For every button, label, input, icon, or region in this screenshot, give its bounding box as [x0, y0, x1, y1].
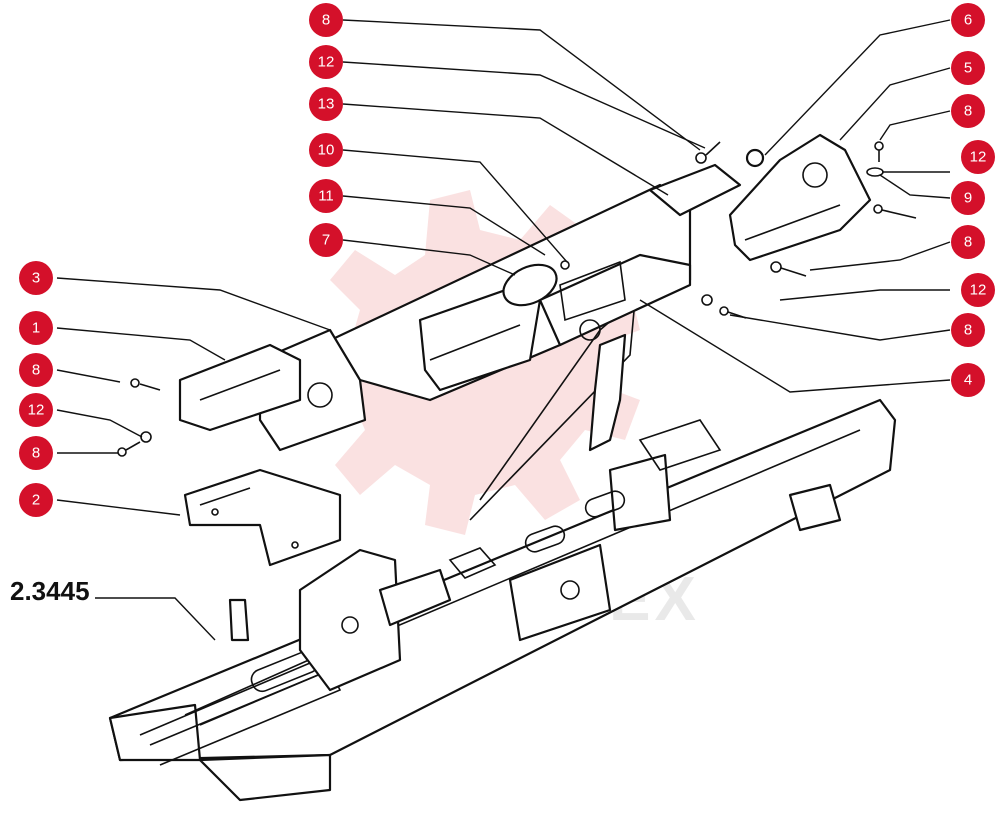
callout-marker: 8 [19, 436, 53, 470]
fasteners [117, 141, 917, 457]
svg-text:8: 8 [964, 322, 972, 339]
callout-marker: 4 [951, 363, 985, 397]
svg-text:10: 10 [318, 142, 335, 159]
callout-marker: 2 [19, 483, 53, 517]
callout-markers: 8 12 13 10 11 7 3 1 8 12 8 2 6 5 8 12 9 … [19, 3, 995, 517]
svg-text:2: 2 [32, 492, 40, 509]
callout-marker: 9 [951, 181, 985, 215]
callout-marker: 12 [961, 140, 995, 174]
callout-marker: 7 [309, 223, 343, 257]
svg-text:5: 5 [964, 60, 972, 77]
svg-text:12: 12 [28, 402, 45, 419]
cover-plate-13 [648, 163, 742, 217]
callout-marker: 8 [951, 225, 985, 259]
svg-text:12: 12 [970, 149, 987, 166]
callout-marker: 12 [19, 393, 53, 427]
callout-marker: 8 [19, 353, 53, 387]
assembly-number: 2.3445 [10, 576, 90, 606]
svg-text:13: 13 [318, 96, 335, 113]
callout-marker: 13 [309, 87, 343, 121]
svg-text:1: 1 [32, 320, 40, 337]
callout-marker: 6 [951, 3, 985, 37]
callout-marker: 8 [951, 94, 985, 128]
callout-marker: 3 [19, 261, 53, 295]
svg-text:3: 3 [32, 270, 40, 287]
callout-marker: 8 [309, 3, 343, 37]
svg-text:12: 12 [318, 54, 335, 71]
callout-marker: 10 [309, 133, 343, 167]
svg-text:9: 9 [964, 190, 972, 207]
callout-marker: 12 [309, 45, 343, 79]
svg-text:8: 8 [32, 362, 40, 379]
strut-4 [588, 333, 627, 452]
svg-text:6: 6 [964, 12, 972, 29]
clamp-2 [183, 468, 342, 567]
bushing-6 [745, 148, 765, 168]
svg-text:11: 11 [318, 188, 334, 205]
svg-text:8: 8 [322, 12, 330, 29]
chassis-beam [108, 298, 897, 802]
svg-text:8: 8 [964, 234, 972, 251]
callout-marker: 11 [309, 179, 343, 213]
bracket-assembly-5 [728, 133, 872, 262]
svg-text:4: 4 [964, 372, 972, 389]
assembly-number-leader [95, 597, 216, 641]
leader-lines [56, 19, 951, 516]
callout-marker: 5 [951, 51, 985, 85]
svg-text:7: 7 [322, 232, 330, 249]
callout-marker: 8 [951, 313, 985, 347]
callout-marker: 12 [961, 273, 995, 307]
svg-text:12: 12 [970, 282, 987, 299]
svg-text:8: 8 [964, 103, 972, 120]
svg-text:8: 8 [32, 445, 40, 462]
clamp-1 [178, 343, 302, 432]
oval-cover-7 [502, 263, 558, 307]
callout-marker: 1 [19, 311, 53, 345]
